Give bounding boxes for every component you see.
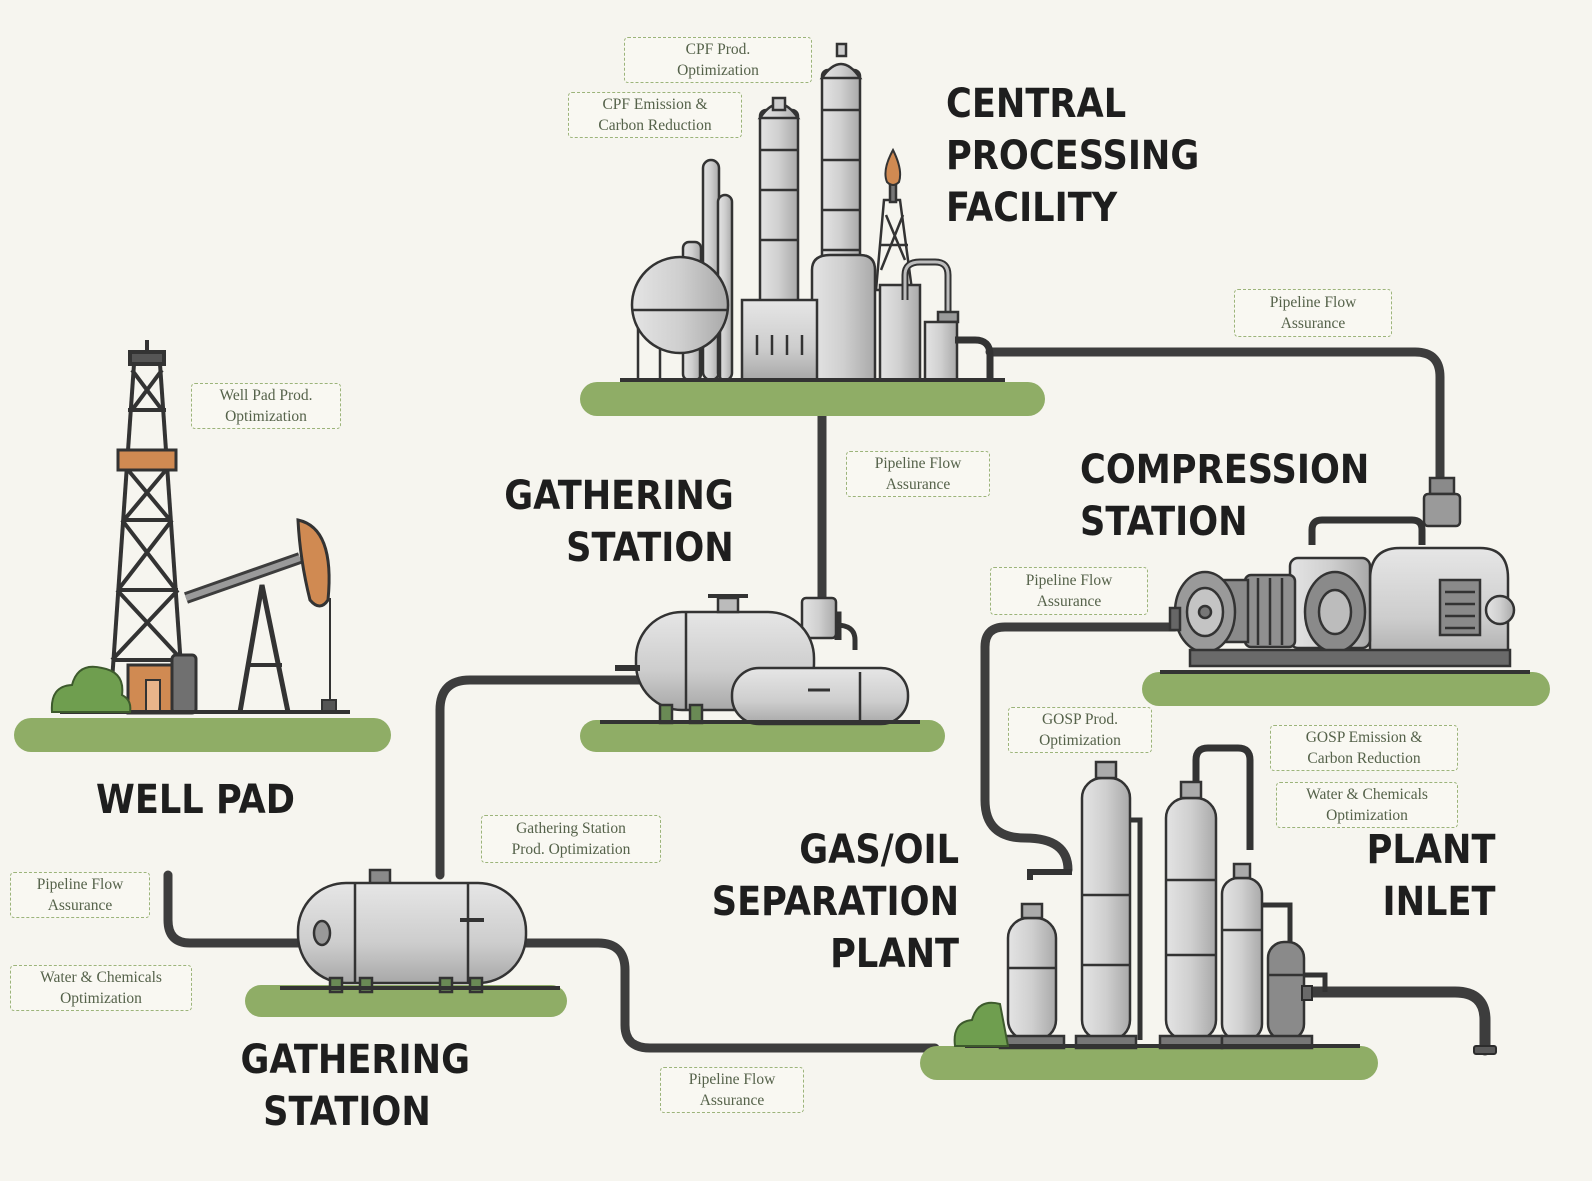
tag-line: Carbon Reduction [1307, 750, 1421, 767]
plant-inlet-label: PLANT INLET [1367, 824, 1496, 928]
pipeline-compression-to-gosp [980, 622, 1180, 875]
label-line: PROCESSING [946, 133, 1200, 179]
tag-line: Optimization [60, 990, 142, 1007]
pipeline-gathering-upper-to-lower [435, 675, 645, 880]
tag-line: Optimization [1039, 732, 1121, 749]
tag-line: Assurance [885, 476, 951, 493]
tag-line: CPF Prod. [685, 41, 751, 58]
tag-line: Water & Chemicals [40, 969, 162, 986]
label-line: FACILITY [946, 185, 1118, 231]
tag-cpf-emission-carbon-reduction[interactable]: CPF Emission & Carbon Reduction [568, 92, 742, 138]
label-line: STATION [1080, 499, 1248, 545]
tag-line: Prod. Optimization [511, 841, 631, 858]
label-line: WELL PAD [96, 777, 296, 823]
label-line: PLANT [830, 931, 959, 977]
ground-platforms [14, 382, 1550, 1080]
pipeline-plant-inlet [1294, 986, 1491, 1056]
label-line: STATION [263, 1089, 431, 1135]
tag-gosp-prod-optimization[interactable]: GOSP Prod. Optimization [1008, 707, 1152, 753]
bush-icon [50, 665, 132, 713]
tag-gosp-emission-carbon-reduction[interactable]: GOSP Emission & Carbon Reduction [1270, 725, 1458, 771]
storage-tank-icon [280, 868, 560, 994]
drilling-rig-icon [60, 340, 350, 715]
pipelines [163, 347, 1491, 1056]
label-line: GAS/OIL [799, 827, 959, 873]
central-processing-facility-label: CENTRAL PROCESSING FACILITY [946, 78, 1199, 234]
tag-line: Optimization [225, 408, 307, 425]
tag-line: Gathering Station [516, 820, 626, 837]
tag-line: Pipeline Flow [1269, 294, 1357, 311]
tag-line: Pipeline Flow [1025, 572, 1113, 589]
tag-line: Pipeline Flow [36, 876, 124, 893]
gathering-station-upper-label: GATHERING STATION [505, 470, 734, 574]
label-line: SEPARATION [711, 879, 959, 925]
refinery-icon [620, 42, 1005, 382]
label-line: PLANT [1367, 827, 1496, 873]
pipeline-wellpad-to-gathering [163, 870, 305, 948]
tag-line: Assurance [47, 897, 113, 914]
tag-cpf-prod-optimization[interactable]: CPF Prod. Optimization [624, 37, 812, 83]
tag-line: Assurance [1280, 315, 1346, 332]
tag-line: GOSP Prod. [1041, 711, 1119, 728]
tag-line: GOSP Emission & [1305, 729, 1423, 746]
tag-line: CPF Emission & [602, 96, 708, 113]
label-line: COMPRESSION [1080, 447, 1370, 493]
label-line: CENTRAL [946, 81, 1127, 127]
label-line: INLET [1382, 879, 1496, 925]
label-line: GATHERING [240, 1037, 470, 1083]
tag-line: Pipeline Flow [874, 455, 962, 472]
separation-columns-icon [965, 744, 1360, 1050]
tag-line: Water & Chemicals [1306, 786, 1428, 803]
label-line: STATION [566, 525, 734, 571]
tag-line: Assurance [1036, 593, 1102, 610]
tag-line: Optimization [1326, 807, 1408, 824]
well-pad-label: WELL PAD [96, 774, 295, 826]
tag-line: Carbon Reduction [598, 117, 712, 134]
compressor-icon [1160, 476, 1530, 674]
pipeline-cpf-to-compression [985, 347, 1445, 485]
tag-line: Pipeline Flow [688, 1071, 776, 1088]
separator-tanks-icon [600, 594, 920, 726]
tag-line: Assurance [699, 1092, 765, 1109]
label-line: GATHERING [504, 473, 734, 519]
bush-icon [953, 1001, 1010, 1047]
inlet-pipe-icon [1301, 985, 1313, 1001]
tag-line: Optimization [677, 62, 759, 79]
gas-oil-separation-plant-label: GAS/OIL SEPARATION PLANT [712, 824, 959, 980]
tag-well-pad-prod-optimization[interactable]: Well Pad Prod. Optimization [191, 383, 341, 429]
compression-station-label: COMPRESSION STATION [1080, 444, 1369, 548]
tag-line: Well Pad Prod. [219, 387, 313, 404]
pipeline-gathering-to-gosp [515, 938, 940, 1053]
gathering-station-lower-label: GATHERING STATION [240, 1034, 470, 1138]
